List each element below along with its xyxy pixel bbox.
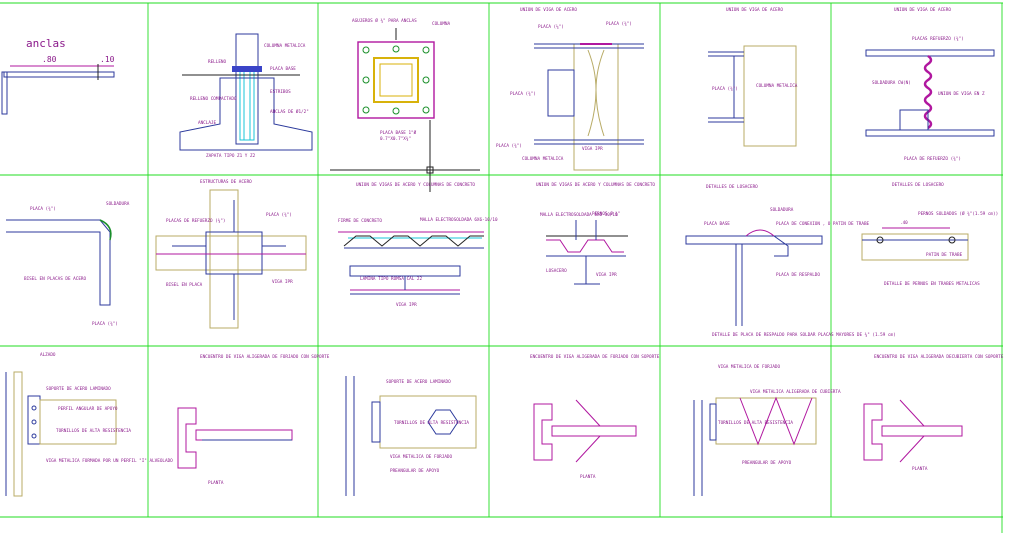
cell-encuentro-4: VIGA METALICA DE FORJADO VIGA METALICA A…: [693, 364, 841, 496]
placa-soldadura-soldadura-label: SOLDADURA: [106, 201, 130, 207]
encuentro-1-title: ENCUENTRO DE VIGA ALIGERADA DE FORJADO C…: [200, 354, 330, 360]
encuentro-2-preangular-label: PREANGULAR DE APOYO: [390, 468, 440, 474]
placa-base-dims-label: 0.7"X0.7"X¾": [380, 136, 411, 142]
pernos-soldados-label: PERNOS SOLDADOS (Ø ¾"(1.59 cm)): [918, 210, 998, 217]
anclas-title: anclas: [26, 37, 66, 50]
relleno-label: RELLENO: [208, 59, 227, 65]
alzado-soporte-label: SOPORTE DE ACERO LAMINADO: [46, 386, 111, 392]
estribos-label: ESTRIBOS: [270, 89, 291, 95]
estructuras-viga-label: VIGA IPR: [272, 279, 293, 285]
cell-union-viga-2: UNION DE VIGA DE ACERO PLACA (¾") COLUMN…: [708, 7, 798, 147]
detalle-pernos-label: DETALLE DE PERNOS EN TRABES METALICAS: [884, 281, 980, 287]
cell-union-vigas-columnas: UNION DE VIGAS DE ACERO Y COLUMNAS DE CO…: [338, 182, 498, 308]
relleno-compactado-label: RELLENO COMPACTADO: [190, 96, 237, 102]
placa-soldadura-placa-label-2: PLACA (¾"): [92, 321, 118, 327]
cell-union-viga-1: UNION DE VIGA DE ACERO PLACA (¼") PLACA …: [496, 7, 644, 171]
union-viga-1-placa-label-4: PLACA (¾"): [496, 143, 522, 149]
union-viga-1-columna-label: COLUMNA METALICA: [522, 156, 564, 162]
dim-40-label: .40: [900, 220, 908, 226]
zapata-label: ZAPATA TIPO Z1 Y Z2: [206, 153, 256, 159]
encuentro-3-planta-label: PLANTA: [580, 474, 596, 480]
estructuras-bisel-label: BISEL EN PLACA: [166, 282, 203, 288]
encuentro-4-tornillos-label: TORNILLOS DE ALTA RESISTENCIA: [718, 420, 793, 426]
columna-label-2: COLUMNA: [432, 21, 451, 27]
encuentro-5-title: ENCUENTRO DE VIGA ALIGERADA DECUBIERTA C…: [874, 354, 1004, 360]
placa-soldadura-placa-label: PLACA (¾"): [30, 206, 56, 212]
encuentro-4-title: VIGA METALICA DE FORJADO: [718, 364, 780, 370]
agujeros-label: AGUJEROS Ø ¾" PARA ANCLAS: [352, 17, 417, 24]
union-vigas-columnas-title: UNION DE VIGAS DE ACERO Y COLUMNAS DE CO…: [356, 182, 475, 188]
union-viga-3-placa-label: PLACA DE REFUERZO (¾"): [904, 156, 961, 162]
malla-label: MALLA ELECTROSOLDADA 6X6-10/10: [420, 217, 498, 223]
detalles-losacero-2-title: DETALLES DE LOSACERO: [892, 182, 944, 188]
cell-placa-base: AGUJEROS Ø ¾" PARA ANCLAS COLUMNA PLACA …: [330, 17, 480, 192]
cell-estructuras-acero: ESTRUCTURAS DE ACERO PLACAS DE REFUERZO …: [155, 179, 307, 329]
cell-encuentro-3: ENCUENTRO DE VIGA ALIGERADA DE FORJADO C…: [530, 354, 660, 480]
encuentro-5-planta-label: PLANTA: [912, 466, 928, 472]
estructuras-acero-title: ESTRUCTURAS DE ACERO: [200, 179, 252, 185]
cell-encuentro-2: SOPORTE DE ACERO LAMINADO TORNILLOS DE A…: [345, 376, 477, 496]
alzado-title: ALZADO: [40, 352, 56, 358]
estructuras-placa-label: PLACA (¾"): [266, 212, 292, 218]
placa-conexion-label: PLACA DE CONEXION , O PATIN DE TRABE: [776, 221, 870, 227]
union-viga-1-title: UNION DE VIGA DE ACERO: [520, 7, 577, 13]
pernos-label: PERNOS Ø ¾": [592, 210, 620, 217]
union-viga-2-placa-label: PLACA (¾"): [712, 86, 738, 92]
cell-alzado: ALZADO SOPORTE DE ACERO LAMINADO PERFIL …: [5, 352, 173, 497]
encuentro-3-title: ENCUENTRO DE VIGA ALIGERADA DE FORJADO C…: [530, 354, 660, 360]
malla-2-label: MALLA ELECTROSOLDADA 6X6-10/10: [540, 212, 618, 218]
union-viga-3-placas-label: PLACAS REFUERZO (¾"): [912, 36, 964, 42]
union-viga-3-title: UNION DE VIGA DE ACERO: [894, 7, 951, 13]
cell-anclas: anclas .80 .10: [1, 37, 115, 115]
cell-union-viga-3: UNION DE VIGA DE ACERO PLACAS REFUERZO (…: [865, 7, 995, 162]
cell-detalles-losacero: DETALLES DE LOSACERO PLACA BASE SOLDADUR…: [685, 184, 896, 338]
anclas-label: ANCLAS DE Ø1/2": [270, 108, 309, 115]
union-viga-1-placa-label: PLACA (¼"): [538, 24, 564, 30]
placa-respaldo-label: PLACA DE RESPALDO: [776, 272, 820, 278]
encuentro-4-viga-label: VIGA METALICA ALIGERADA DE CUBIERTA: [750, 389, 841, 395]
placa-base-2-label: PLACA BASE: [704, 221, 730, 227]
anclas-dim-10: .10: [100, 55, 115, 64]
placa-base-label: PLACA BASE: [270, 66, 296, 72]
union-viga-2-title: UNION DE VIGA DE ACERO: [726, 7, 783, 13]
cell-encuentro-5: ENCUENTRO DE VIGA ALIGERADA DECUBIERTA C…: [863, 354, 1004, 472]
cell-detalles-losacero-2: DETALLES DE LOSACERO .40 PERNOS SOLDADOS…: [861, 182, 998, 287]
union-viga-3-union-label: UNION DE VIGA EN Z: [938, 91, 985, 97]
alzado-perfil-label: PERFIL ANGULAR DE APOYO: [58, 406, 118, 412]
encuentro-2-soporte-label: SOPORTE DE ACERO LAMINADO: [386, 379, 451, 385]
encuentro-1-planta-label: PLANTA: [208, 480, 224, 486]
soldadura-2-label: SOLDADURA: [770, 207, 794, 213]
anclas-dim-80: .80: [42, 55, 57, 64]
union-viga-1-placa-label-2: PLACA (¾"): [606, 21, 632, 27]
placa-base-1-label: PLACA BASE 1"Ø: [380, 129, 417, 136]
viga-ipr-2-label: VIGA IPR: [596, 272, 617, 278]
columna-label: COLUMNA METALICA: [264, 43, 306, 49]
union-viga-1-viga-label: VIGA IPR: [582, 146, 603, 152]
union-vigas-columnas-2-title: UNION DE VIGAS DE ACERO Y COLUMNAS DE CO…: [536, 182, 655, 188]
detalles-losacero-title: DETALLES DE LOSACERO: [706, 184, 758, 190]
patin-trabe-label: PATIN DE TRABE: [926, 252, 963, 258]
alzado-viga-label: VIGA METALICA FORMADA POR UN PERFIL "I" …: [46, 458, 173, 464]
losacero-label: LOSACERO: [546, 268, 567, 274]
cell-placa-soldadura: PLACA (¾") SOLDADURA BISEL EN PLACAS DE …: [6, 201, 130, 327]
encuentro-2-tornillos-label: TORNILLOS DE ALTA RESISTENCIA: [394, 420, 469, 426]
lamina-label: LAMINA TIPO ROMSA CAL 22: [360, 276, 422, 282]
encuentro-2-viga-label: VIGA METALICA DE FORJADO: [390, 454, 452, 460]
detalle-placa-label: DETALLE DE PLACA DE RESPALDO PARA SOLDAR…: [712, 332, 896, 338]
firme-label: FIRME DE CONCRETO: [338, 218, 382, 224]
anclaje-label: ANCLAJE: [198, 120, 217, 126]
encuentro-4-preangular-label: PREANGULAR DE APOYO: [742, 460, 792, 466]
union-viga-3-soldadura-label: SOLDADURA CW(N): [872, 80, 911, 86]
cell-columna-base: COLUMNA METALICA PLACA BASE ESTRIBOS ANC…: [179, 33, 313, 159]
placa-soldadura-bisel-label: BISEL EN PLACAS DE ACERO: [24, 276, 86, 282]
union-viga-2-columna-label: COLUMNA METALICA: [756, 83, 798, 89]
cell-union-vigas-columnas-2: UNION DE VIGAS DE ACERO Y COLUMNAS DE CO…: [536, 182, 655, 285]
viga-ipr-label: VIGA IPR: [396, 302, 417, 308]
estructuras-placas-label: PLACAS DE REFUERZO (¾"): [166, 218, 226, 224]
alzado-tornillos-label: TORNILLOS DE ALTA RESISTENCIA: [56, 428, 131, 434]
union-viga-1-placa-label-3: PLACA (¾"): [510, 91, 536, 97]
cell-encuentro-1: ENCUENTRO DE VIGA ALIGERADA DE FORJADO C…: [177, 354, 330, 486]
